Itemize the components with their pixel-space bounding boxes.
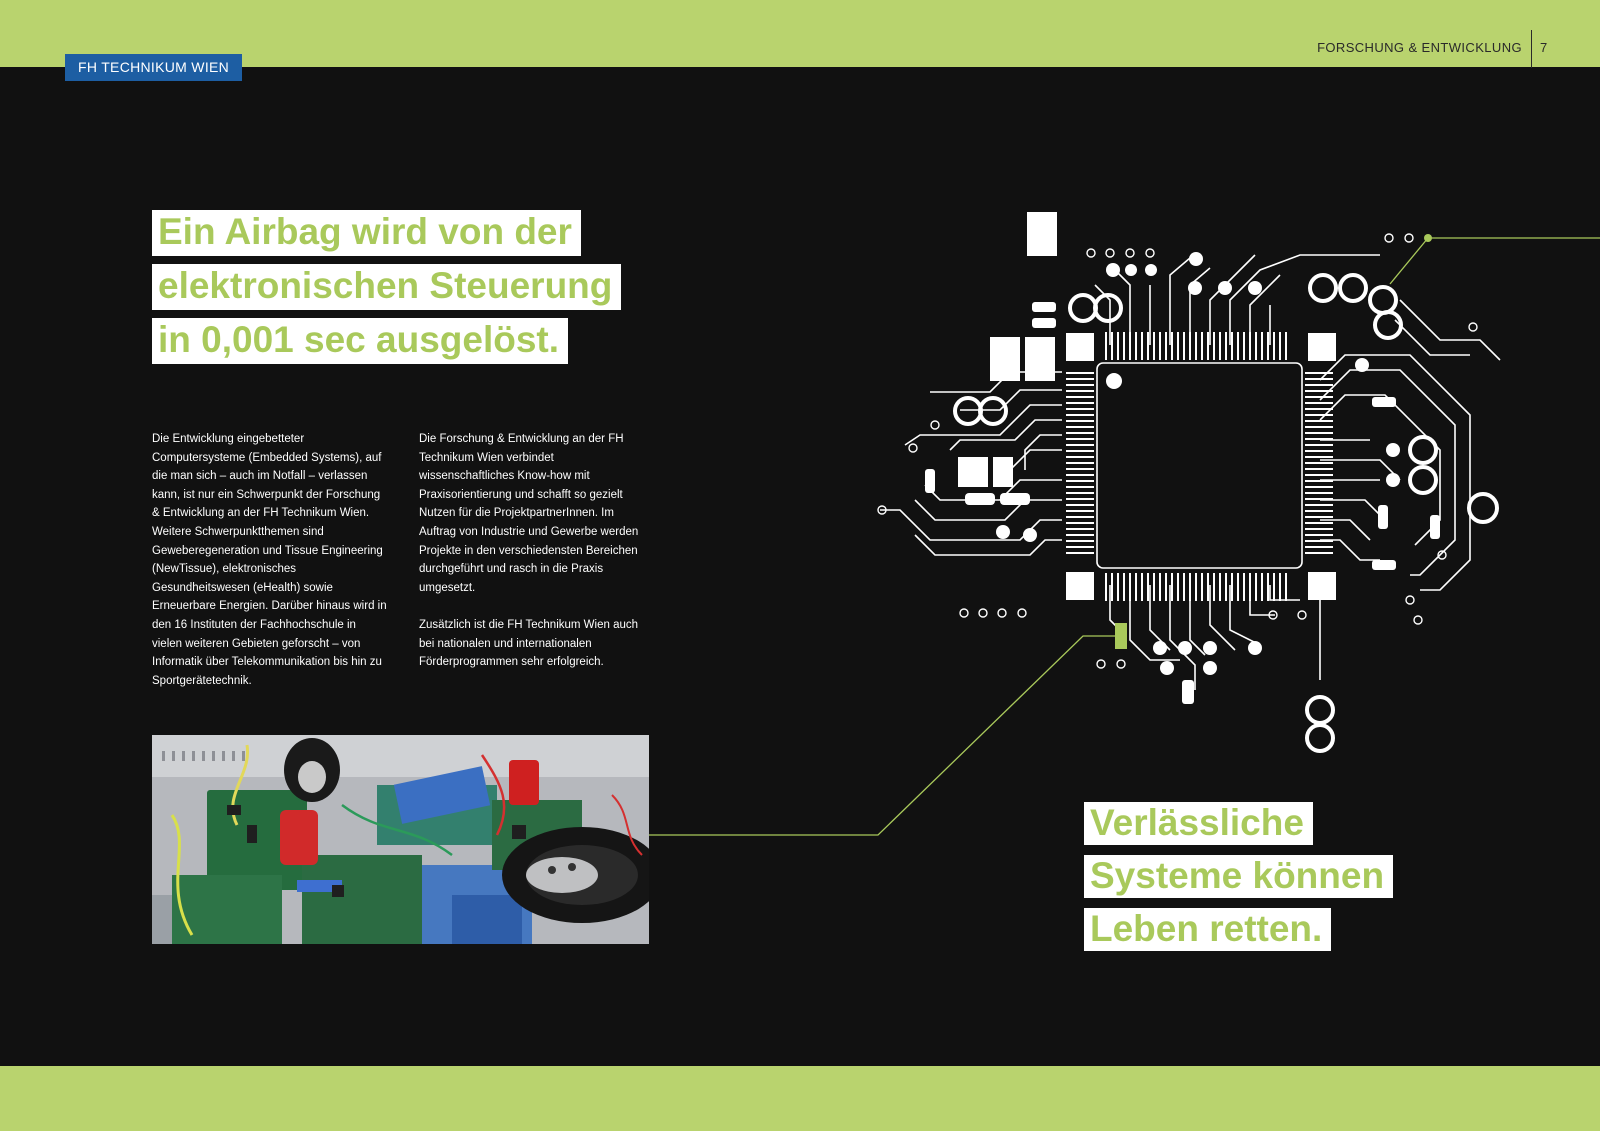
body-text-column-1: Die Entwicklung eingebetteter Computersy… xyxy=(152,433,387,687)
page-number: 7 xyxy=(1540,40,1548,55)
body-text-column-2: Die Forschung & Entwicklung an der FH Te… xyxy=(419,430,651,690)
headline-line: elektronischen Steuerung xyxy=(152,264,622,310)
headline-line: in 0,001 sec ausgelöst. xyxy=(152,318,569,364)
callout-line: Leben retten. xyxy=(1084,908,1332,951)
circuit-chip-illustration xyxy=(877,212,1501,753)
callout-quote: Verlässliche Systeme können Leben retten… xyxy=(1084,802,1394,961)
headline: Ein Airbag wird von der elektronischen S… xyxy=(152,210,622,372)
lab-photo xyxy=(152,735,649,944)
header-divider xyxy=(1531,30,1532,68)
bottom-color-band xyxy=(0,1066,1600,1131)
callout-line: Systeme können xyxy=(1084,855,1394,898)
body-paragraph: Zusätzlich ist die FH Technikum Wien auc… xyxy=(419,618,639,669)
section-title: FORSCHUNG & ENTWICKLUNG xyxy=(1317,40,1522,55)
callout-line: Verlässliche xyxy=(1084,802,1313,845)
headline-line: Ein Airbag wird von der xyxy=(152,210,581,256)
body-paragraph: Die Forschung & Entwicklung an der FH Te… xyxy=(419,433,639,594)
brand-tag: FH TECHNIKUM WIEN xyxy=(65,54,243,81)
top-color-band xyxy=(0,0,1600,67)
